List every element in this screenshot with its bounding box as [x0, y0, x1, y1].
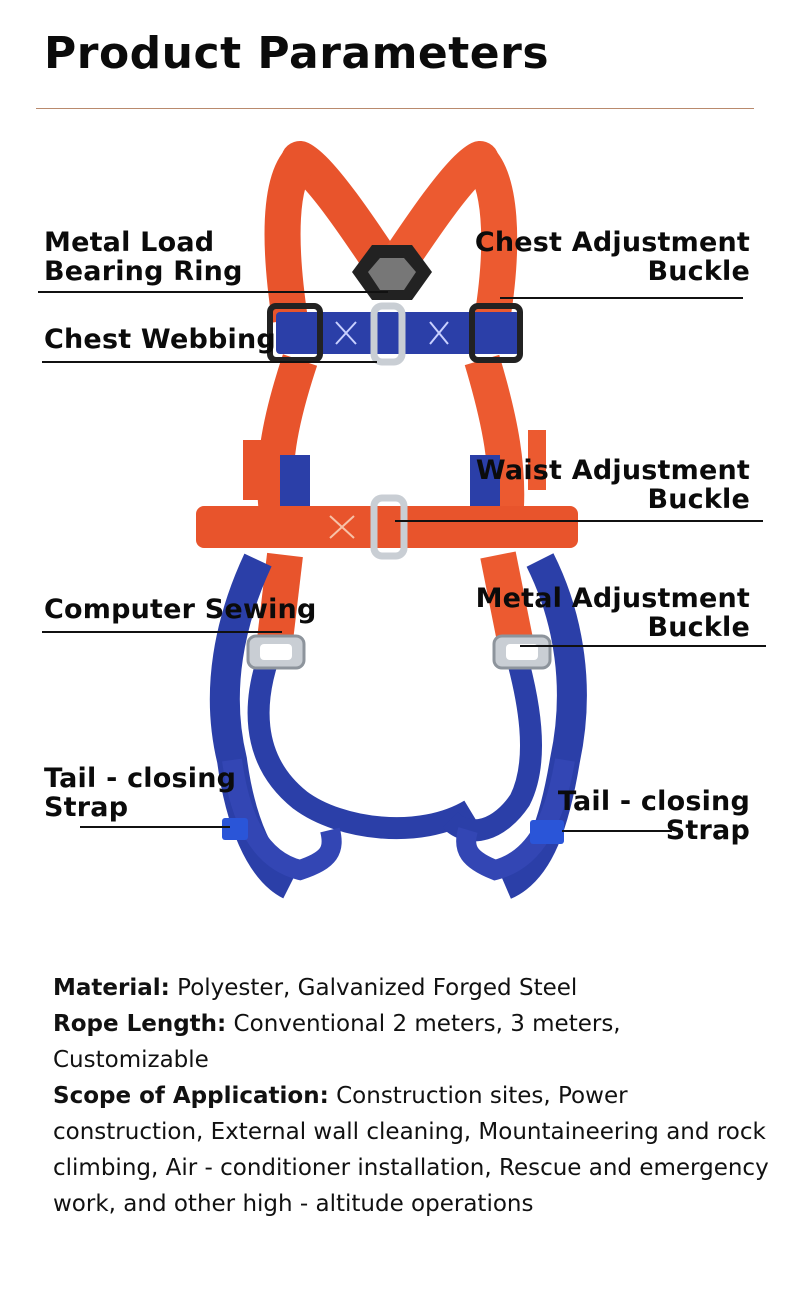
spec-value: Conventional 2 meters, 3 meters, Customi…	[53, 1011, 621, 1073]
safety-harness-illustration	[196, 141, 587, 899]
label-line: Metal Load	[44, 227, 215, 258]
label-line: Buckle	[647, 256, 750, 287]
spec-rope-length: Rope Length: Conventional 2 meters, 3 me…	[53, 1006, 773, 1078]
label-line: Computer Sewing	[44, 594, 317, 625]
label-line: Bearing Ring	[44, 256, 243, 287]
label-line: Chest Adjustment	[474, 227, 750, 258]
label-line: Chest Webbing	[44, 324, 276, 355]
label-chest-adjustment-buckle: Chest Adjustment Buckle	[475, 228, 750, 286]
label-tail-closing-strap-left: Tail - closing Strap	[44, 764, 236, 822]
spec-label: Material:	[53, 975, 170, 1001]
leader-line	[42, 361, 377, 363]
leader-line	[80, 826, 230, 828]
label-metal-load-bearing-ring: Metal Load Bearing Ring	[44, 228, 243, 286]
spec-value: Construction sites, Power construction, …	[53, 1083, 769, 1217]
label-waist-adjustment-buckle: Waist Adjustment Buckle	[476, 456, 750, 514]
leader-line	[395, 520, 763, 522]
spec-material: Material: Polyester, Galvanized Forged S…	[53, 970, 773, 1006]
spec-label: Scope of Application:	[53, 1083, 329, 1109]
spec-value: Polyester, Galvanized Forged Steel	[169, 975, 578, 1001]
product-specifications: Material: Polyester, Galvanized Forged S…	[53, 970, 773, 1222]
label-line: Tail - closing	[44, 763, 237, 794]
leader-line	[42, 631, 282, 633]
spec-label: Rope Length:	[53, 1011, 227, 1037]
label-line: Strap	[665, 815, 750, 846]
leader-line	[38, 291, 388, 293]
page-title: Product Parameters	[44, 28, 550, 79]
label-line: Buckle	[647, 484, 750, 515]
label-line: Waist Adjustment	[475, 455, 750, 486]
label-computer-sewing: Computer Sewing	[44, 595, 317, 624]
label-line: Metal Adjustment	[475, 583, 750, 614]
leader-line	[520, 645, 766, 647]
label-metal-adjustment-buckle: Metal Adjustment Buckle	[476, 584, 750, 642]
spec-scope: Scope of Application: Construction sites…	[53, 1078, 773, 1222]
label-chest-webbing: Chest Webbing	[44, 325, 276, 354]
title-divider	[36, 108, 754, 109]
label-line: Strap	[44, 792, 129, 823]
leader-line	[500, 297, 743, 299]
label-tail-closing-strap-right: Tail - closing Strap	[558, 787, 750, 845]
label-line: Tail - closing	[557, 786, 750, 817]
label-line: Buckle	[647, 612, 750, 643]
leader-line	[562, 830, 672, 832]
